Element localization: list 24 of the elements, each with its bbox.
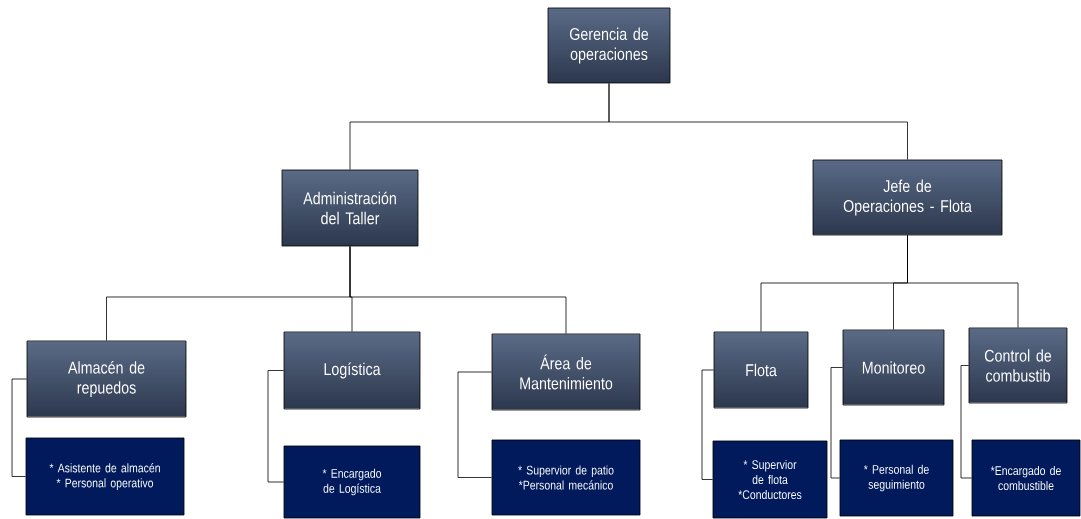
position-box: Almacén de repuedos: [26, 340, 187, 418]
connector: [608, 83, 908, 160]
position-box: Jefe de Operaciones - Flota: [812, 159, 1003, 236]
staff-box: * Supervior de flota *Conductores: [712, 440, 828, 519]
position-box: Administración del Taller: [281, 169, 419, 247]
connector: [11, 378, 27, 477]
position-box: Gerencia de operaciones: [547, 7, 671, 84]
position-box: Monitoreo: [842, 329, 945, 406]
connector: [267, 370, 284, 483]
connector: [457, 371, 492, 478]
connector: [907, 235, 1019, 328]
position-box: Control de combustib: [968, 327, 1068, 404]
connector: [349, 246, 567, 334]
position-box: Logística: [283, 331, 421, 410]
staff-box: * Supervior de patio *Personal mecánico: [491, 439, 641, 516]
staff-box: * Encargado de Logística: [283, 445, 421, 519]
position-box: Área de Mantenimiento: [491, 333, 641, 411]
position-box: Flota: [713, 331, 809, 409]
staff-box: * Personal de seguimiento: [839, 439, 954, 517]
connector: [830, 367, 843, 479]
staff-box: *Encargado de combustible: [971, 439, 1081, 517]
connector: [701, 369, 714, 480]
staff-box: * Asistente de almacén * Personal operativo: [25, 437, 185, 516]
connector: [960, 365, 972, 479]
